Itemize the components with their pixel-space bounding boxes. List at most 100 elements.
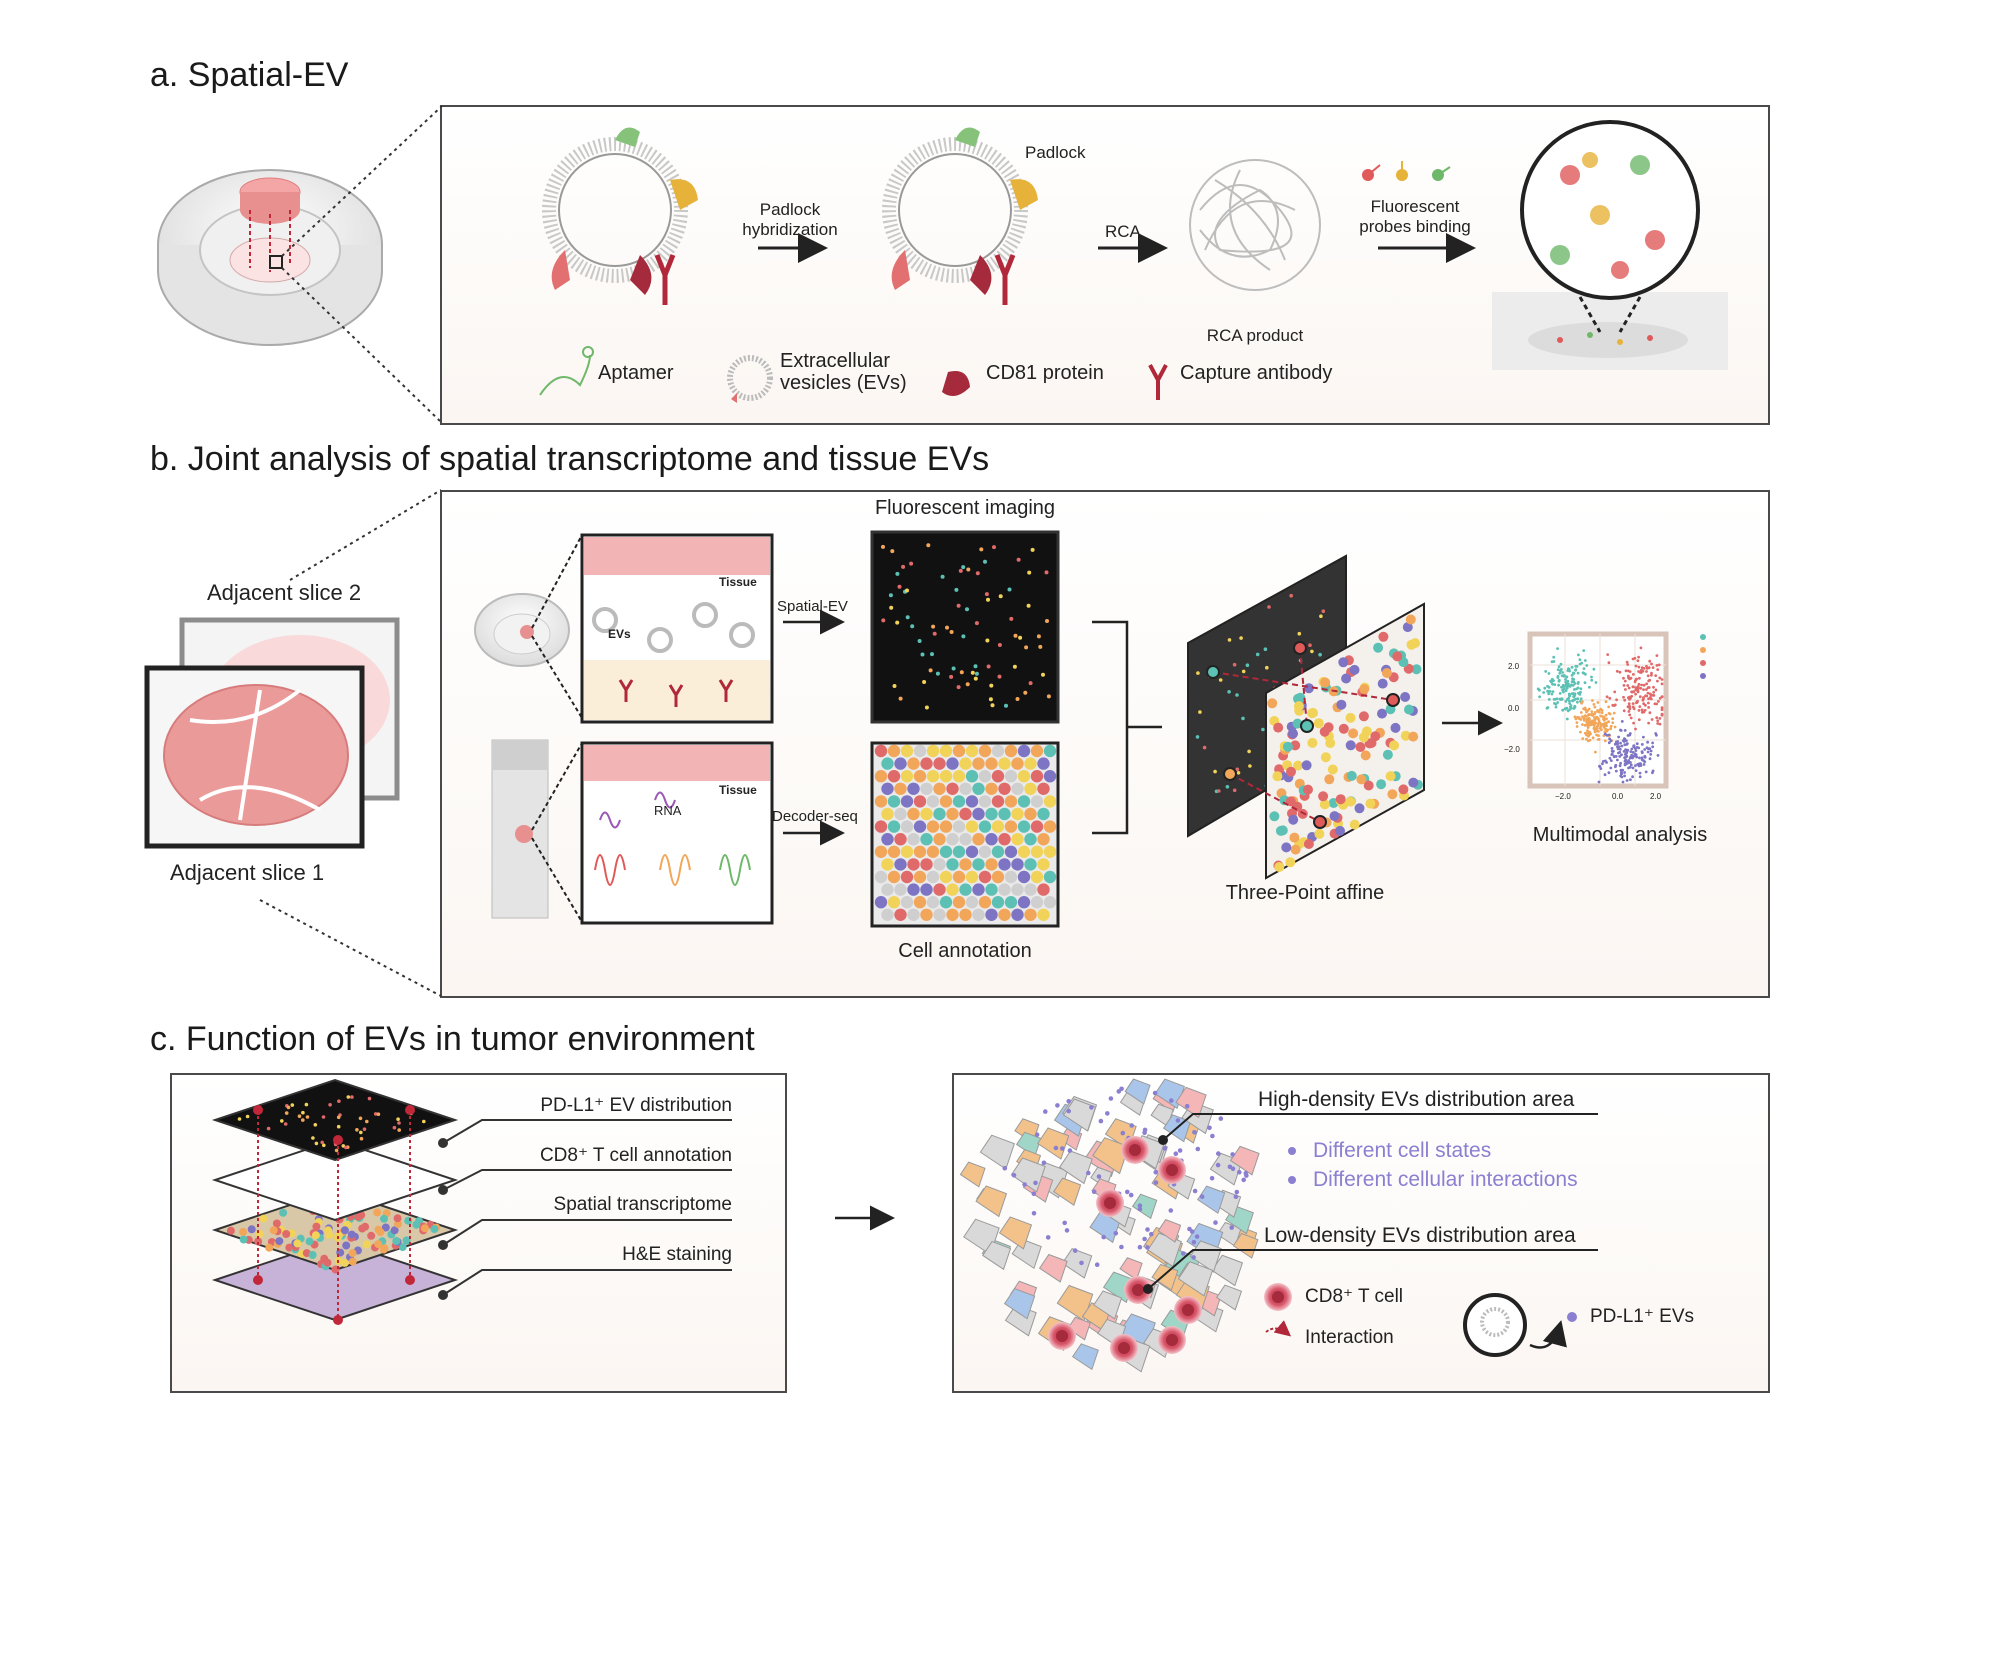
scatter-point — [1596, 716, 1599, 720]
pd-l1-ev-dot — [1034, 1132, 1040, 1137]
affine-spot — [1235, 693, 1239, 697]
scatter-point — [1584, 723, 1588, 727]
scatter-point — [1629, 763, 1633, 767]
affine-cell — [1303, 784, 1313, 795]
affine-cell — [1273, 722, 1284, 733]
cd8-t-cell-nucleus — [1104, 1197, 1116, 1209]
fluorescent-spot — [956, 685, 961, 690]
st-cell — [293, 1239, 302, 1248]
annotated-cell — [874, 896, 888, 909]
scatter-point — [1632, 690, 1635, 694]
three-point-affine-label: Three-Point affine — [1225, 882, 1385, 904]
st-cell — [393, 1214, 402, 1223]
pd-l1-ev-dot — [1162, 1146, 1168, 1151]
affine-spot — [1261, 727, 1265, 732]
pd-l1-spot — [322, 1143, 326, 1148]
scatter-point — [1578, 693, 1582, 696]
pd-l1-ev-dot — [1237, 1169, 1242, 1175]
tumor-cell — [1215, 1284, 1243, 1311]
scatter-point — [1624, 688, 1627, 691]
pd-l1-ev-dot — [1137, 1203, 1143, 1208]
scatter-point — [1631, 766, 1635, 770]
affine-cell — [1373, 642, 1384, 653]
fluorescent-spot — [1018, 635, 1023, 640]
scatter-point — [1655, 664, 1659, 667]
affine-spot — [1227, 638, 1232, 642]
affine-spot — [1196, 671, 1200, 675]
annotated-cell — [1024, 908, 1037, 921]
scatter-point — [1643, 708, 1647, 712]
scatter-point — [1623, 698, 1627, 702]
high-density-label: High-density EVs distribution area — [1258, 1088, 1575, 1111]
scatter-point — [1601, 760, 1605, 763]
annotated-cell — [959, 858, 972, 871]
scatter-point — [1608, 756, 1612, 760]
affine-cell — [1295, 692, 1306, 703]
scatter-point — [1613, 742, 1617, 746]
annotated-cell — [939, 820, 953, 833]
density-callouts — [1147, 1113, 1598, 1290]
annotated-cell — [881, 858, 894, 871]
pd-l1-ev-dot — [1045, 1235, 1051, 1240]
affine-cell — [1349, 819, 1360, 830]
scatter-point — [1627, 674, 1630, 678]
scatter-point — [1624, 755, 1628, 759]
annotated-cell — [952, 795, 966, 808]
pd-l1-spot — [358, 1116, 363, 1121]
pd-l1-spot — [297, 1114, 302, 1118]
pd-l1-spot — [344, 1145, 348, 1150]
capture-antibody-legend-label: Capture antibody — [1180, 362, 1333, 384]
annotated-cell — [900, 770, 914, 783]
annotated-cell — [965, 845, 979, 858]
scatter-point — [1547, 672, 1551, 675]
affine-cell — [1346, 770, 1357, 781]
scatter-point — [1576, 697, 1580, 701]
scatter-point — [1627, 759, 1630, 762]
cd8-t-cell-nucleus — [1129, 1144, 1141, 1156]
annotated-cell — [946, 908, 959, 921]
affine-cell — [1335, 794, 1346, 805]
mini-petri-dish — [474, 593, 570, 667]
scatter-point — [1576, 671, 1580, 675]
cd81-legend-icon — [942, 371, 970, 396]
affine-cell — [1274, 862, 1285, 872]
scatter-point — [1589, 723, 1592, 727]
scatter-point — [1559, 669, 1562, 673]
annotated-cell — [998, 782, 1011, 795]
scatter-point — [1604, 723, 1607, 727]
scatter-point — [1624, 669, 1628, 673]
annotated-cell — [959, 807, 972, 821]
scatter-point — [1648, 711, 1652, 715]
annotated-cell — [972, 782, 985, 795]
affine-cell — [1358, 711, 1369, 722]
affine-cell — [1345, 796, 1356, 807]
annotated-cell — [920, 807, 933, 821]
annotated-cell — [1037, 757, 1050, 770]
bullet-different-cellular-interactions: Different cellular interactions — [1313, 1168, 1578, 1191]
pd-l1-spot — [396, 1117, 400, 1121]
pd-l1-ev-dot — [1098, 1118, 1104, 1124]
scatter-point — [1638, 771, 1642, 775]
scatter-point — [1544, 670, 1548, 673]
pd-l1-ev-dot — [1031, 1211, 1037, 1216]
annotated-cell — [946, 883, 959, 896]
cd8-t-cell-nucleus — [1132, 1284, 1144, 1296]
scatter-point — [1582, 707, 1585, 711]
pd-l1-ev-dot — [1113, 1231, 1119, 1236]
pd-l1-ev-dot — [1089, 1105, 1094, 1110]
affine-spot — [1318, 652, 1322, 657]
scatter-point — [1623, 679, 1627, 683]
tumor-cell — [1093, 1290, 1123, 1320]
fluorescent-spot — [973, 664, 978, 669]
pd-l1-ev-dot — [1108, 1096, 1114, 1101]
scatter-point — [1638, 705, 1642, 708]
scatter-point — [1625, 743, 1628, 746]
affine-spot — [1248, 764, 1252, 768]
pd-l1-ev-dot — [1145, 1245, 1150, 1250]
fluorescent-imaging-label: Fluorescent imaging — [874, 497, 1056, 519]
tumor-cell — [1196, 1185, 1226, 1214]
affine-cell — [1335, 825, 1345, 836]
fluorescent-spot — [970, 670, 975, 675]
scatter-point — [1561, 688, 1564, 692]
annotated-cell — [946, 782, 959, 795]
